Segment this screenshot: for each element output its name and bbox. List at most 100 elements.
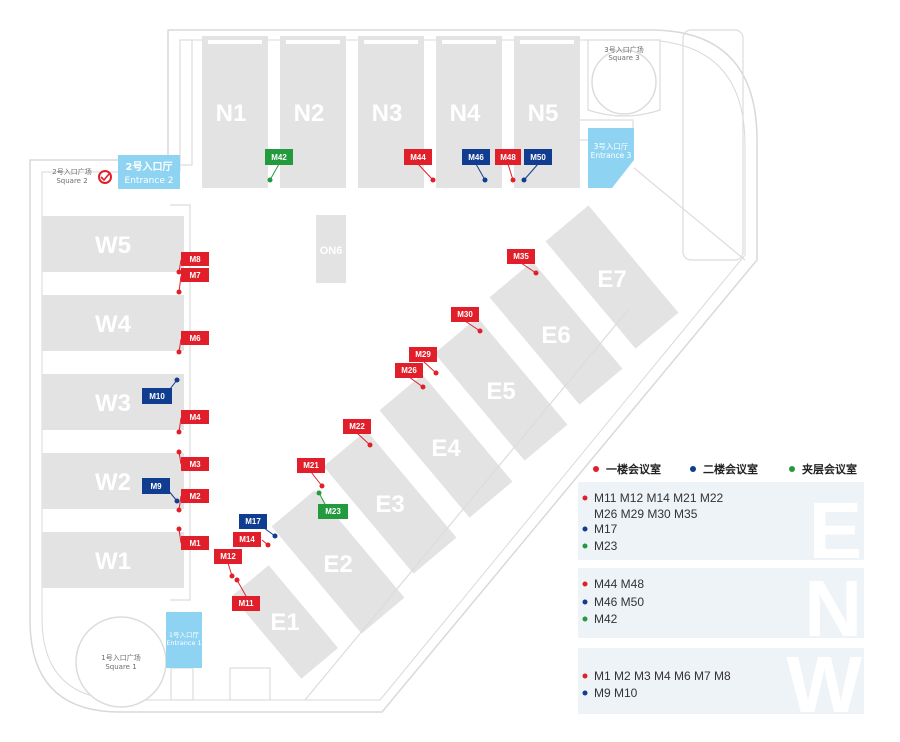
square-3: 3号入口广场 Square 3: [587, 39, 661, 117]
legend-east-green: M23: [594, 539, 618, 553]
room-m3-label: M3: [189, 460, 201, 469]
square-1-cn: 1号入口广场: [101, 653, 140, 662]
room-m1-label: M1: [189, 539, 201, 548]
hall-e5-label: E5: [486, 378, 515, 405]
room-m42[interactable]: M42: [265, 149, 293, 183]
legend: 一楼会议室 二楼会议室 夹层会议室 E M11 M12 M14 M21 M22 …: [578, 462, 864, 729]
room-m7-label: M7: [189, 271, 201, 280]
room-m35-label: M35: [513, 252, 529, 261]
room-m29[interactable]: M29: [409, 347, 439, 376]
hall-n1-label: N1: [216, 100, 247, 127]
hall-e7-label: E7: [597, 266, 626, 293]
room-m26-label: M26: [401, 366, 417, 375]
room-m10-label: M10: [149, 392, 165, 401]
room-m6[interactable]: M6: [176, 331, 210, 355]
room-m46[interactable]: M46: [462, 149, 490, 183]
east-perimeter-corridor: [304, 167, 746, 701]
legend-west: W M1 M2 M3 M4 M6 M7 M8 M9 M10: [578, 640, 864, 729]
room-m23-label: M23: [325, 507, 341, 516]
entrance-1[interactable]: 1号入口厅 Entrance 1: [166, 612, 202, 668]
entrance-1-en: Entrance 1: [166, 639, 201, 647]
hall-n4-label: N4: [450, 100, 481, 127]
room-m48[interactable]: M48: [495, 149, 521, 183]
legend-east-blue: M17: [594, 522, 618, 536]
room-m11-label: M11: [238, 599, 254, 608]
entrance-3[interactable]: 3号入口厅 Entrance 3: [588, 128, 634, 188]
legend-east-red-1: M11 M12 M14 M21 M22: [594, 491, 723, 505]
hall-n3-label: N3: [372, 100, 403, 127]
metro-icon: [98, 170, 112, 184]
room-m17-label: M17: [245, 517, 261, 526]
room-markers: M42 M44 M46 M48 M50: [142, 149, 552, 611]
room-m9-label: M9: [150, 482, 162, 491]
north-halls: N1 N2 N3 N4 N5: [202, 36, 580, 188]
east-halls: E1 E2 E3 E4 E5 E6 E7: [231, 167, 746, 701]
square-3-en: Square 3: [608, 54, 639, 62]
hall-n4: N4: [436, 36, 502, 188]
entrance-3-en: Entrance 3: [591, 151, 632, 160]
legend-west-watermark: W: [786, 640, 862, 729]
room-m12-label: M12: [220, 552, 236, 561]
room-m44-label: M44: [410, 153, 426, 162]
room-m14[interactable]: M14: [233, 532, 271, 548]
legend-east: E M11 M12 M14 M21 M22 M26 M29 M30 M35 M1…: [578, 482, 864, 575]
room-m7[interactable]: M7: [176, 268, 210, 295]
room-m30[interactable]: M30: [451, 307, 483, 334]
room-m6-label: M6: [189, 334, 201, 343]
room-m42-label: M42: [271, 153, 287, 162]
room-m22[interactable]: M22: [343, 419, 373, 448]
legend-north: N M44 M48 M46 M50 M42: [578, 564, 864, 653]
hall-w1: W1: [42, 532, 184, 588]
hall-n5: N5: [514, 36, 580, 188]
room-m29-label: M29: [415, 350, 431, 359]
room-m3[interactable]: M3: [176, 449, 210, 472]
legend-east-red-2: M26 M29 M30 M35: [594, 507, 698, 521]
hall-e4: E4: [379, 374, 513, 518]
legend-floor1: 一楼会议室: [606, 462, 661, 476]
room-m14-label: M14: [239, 535, 255, 544]
hall-w5-label: W5: [95, 232, 131, 259]
entrance-3-cn: 3号入口厅: [594, 142, 629, 151]
room-m2[interactable]: M2: [176, 489, 210, 513]
square-2: 2号入口广场 Square 2: [52, 167, 112, 185]
room-m21[interactable]: M21: [297, 458, 325, 489]
hall-e2: E2: [271, 490, 405, 634]
hall-w5: W5: [42, 216, 184, 272]
hall-e6-label: E6: [541, 322, 570, 349]
room-m26[interactable]: M26: [395, 363, 426, 390]
room-m2-label: M2: [189, 492, 201, 501]
room-m23[interactable]: M23: [316, 490, 349, 520]
entrance-2-en: Entrance 2: [125, 176, 174, 186]
room-m50[interactable]: M50: [521, 149, 553, 183]
legend-north-red: M44 M48: [594, 577, 644, 591]
room-m17[interactable]: M17: [239, 514, 278, 539]
hall-on6: ON6: [316, 215, 346, 283]
legend-floor2: 二楼会议室: [703, 462, 758, 476]
legend-north-blue: M46 M50: [594, 595, 644, 609]
hall-e3: E3: [323, 430, 457, 574]
room-m8[interactable]: M8: [176, 252, 210, 275]
hall-e5: E5: [434, 317, 568, 461]
hall-w2-label: W2: [95, 469, 131, 496]
entrance-2[interactable]: 2号入口厅 Entrance 2: [118, 155, 180, 189]
room-m46-label: M46: [468, 153, 484, 162]
hall-e3-label: E3: [375, 491, 404, 518]
square-3-cn: 3号入口广场: [604, 45, 643, 54]
room-m4[interactable]: M4: [176, 410, 210, 435]
legend-north-watermark: N: [804, 564, 862, 653]
room-m22-label: M22: [349, 422, 365, 431]
hall-w3-label: W3: [95, 390, 131, 417]
room-m1[interactable]: M1: [176, 526, 210, 551]
room-m9[interactable]: M9: [142, 478, 180, 504]
hall-on6-label: ON6: [320, 245, 343, 257]
hall-e4-label: E4: [431, 435, 461, 462]
legend-west-blue: M9 M10: [594, 686, 638, 700]
hall-e6: E6: [489, 261, 623, 405]
room-m8-label: M8: [189, 255, 201, 264]
room-m11[interactable]: M11: [232, 577, 260, 612]
room-m10[interactable]: M10: [142, 377, 180, 405]
room-m12[interactable]: M12: [214, 549, 242, 579]
room-m44[interactable]: M44: [404, 149, 436, 183]
room-m35[interactable]: M35: [507, 249, 539, 276]
